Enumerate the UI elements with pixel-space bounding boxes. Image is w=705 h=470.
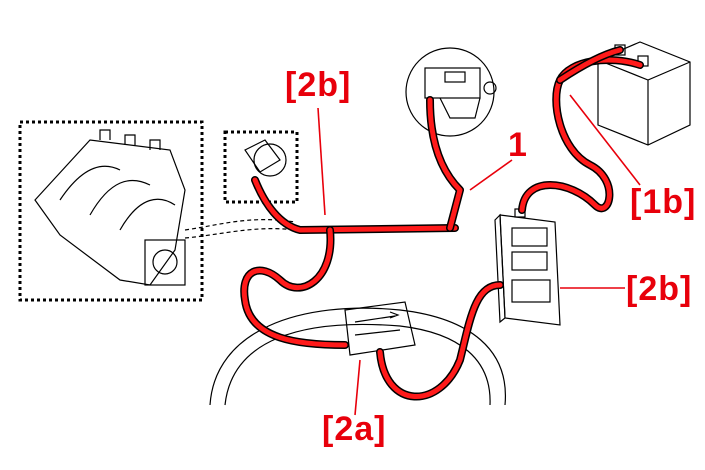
background-arc-inner [224, 323, 491, 406]
leader-line [469, 159, 513, 191]
hoses [240, 46, 644, 401]
connection-line [184, 228, 296, 239]
background-arc [209, 307, 506, 406]
label-1b-battery-leads: [1b] [630, 183, 697, 221]
intake-manifold [18, 120, 204, 302]
connection-line [184, 219, 296, 231]
vacuum-fitting-detail [223, 130, 299, 204]
tester-unit [494, 208, 561, 326]
label-2b-tester: [2b] [626, 270, 693, 308]
sensor-detail [405, 47, 497, 137]
label-1-sensor-hose: 1 [508, 126, 528, 164]
label-2a-module: [2a] [322, 410, 387, 448]
label-2b-junction: [2b] [285, 66, 352, 104]
leader-line [354, 359, 361, 416]
leader-line [569, 94, 641, 186]
leader-line [317, 107, 326, 216]
pressure-module [344, 301, 416, 356]
